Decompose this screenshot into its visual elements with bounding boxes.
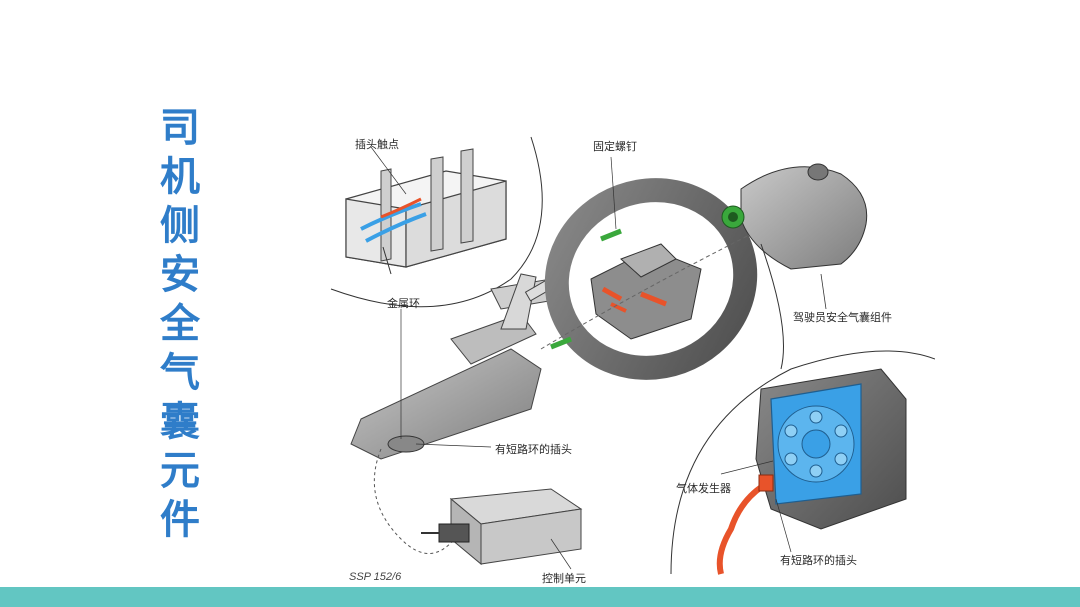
gas-generator-illustration bbox=[716, 368, 907, 575]
footer-bar bbox=[0, 587, 1080, 607]
leader-line bbox=[370, 146, 407, 195]
leader-line bbox=[775, 498, 792, 553]
leader-line bbox=[720, 460, 774, 475]
title-char: 气 bbox=[160, 350, 200, 396]
title-char: 侧 bbox=[160, 203, 200, 249]
title-char: 件 bbox=[160, 497, 200, 543]
airbag-unit-illustration bbox=[721, 163, 868, 310]
ssp-reference: SSP 152/6 bbox=[349, 571, 402, 583]
title-char: 元 bbox=[160, 448, 200, 494]
title-char: 全 bbox=[160, 301, 200, 347]
leader-line bbox=[610, 156, 617, 230]
label-fixing-screw: 固定螺钉 bbox=[593, 140, 637, 153]
leader-line bbox=[550, 538, 572, 570]
title-char: 司 bbox=[160, 105, 200, 151]
label-metal-ring: 金属环 bbox=[387, 297, 420, 310]
airbag-diagram: 插头触点 固定螺钉 金属环 驾驶员安全气囊组件 有短路环的插头 气体发生器 有短… bbox=[321, 99, 935, 594]
leader-line bbox=[415, 443, 492, 448]
label-driver-airbag-unit: 驾驶员安全气囊组件 bbox=[793, 311, 892, 324]
label-plug-contacts: 插头触点 bbox=[355, 138, 399, 151]
generator-inset-outline bbox=[670, 350, 935, 575]
plug-inset-outline bbox=[330, 136, 543, 308]
label-gas-generator: 气体发生器 bbox=[676, 482, 731, 495]
label-shorting-plug-right: 有短路环的插头 bbox=[780, 554, 857, 567]
title-char: 囊 bbox=[160, 399, 200, 445]
plug-contacts-illustration bbox=[345, 148, 507, 275]
title-char: 机 bbox=[160, 154, 200, 200]
steering-column-illustration bbox=[350, 273, 562, 554]
title-char: 安 bbox=[160, 252, 200, 298]
label-shorting-plug-left: 有短路环的插头 bbox=[495, 443, 572, 456]
label-control-unit: 控制单元 bbox=[542, 572, 586, 585]
steering-wheel-illustration bbox=[540, 178, 782, 380]
control-unit-illustration bbox=[421, 488, 583, 566]
diagram-illustration bbox=[330, 136, 935, 575]
page-title: 司 机 侧 安 全 气 囊 元 件 bbox=[150, 104, 210, 545]
